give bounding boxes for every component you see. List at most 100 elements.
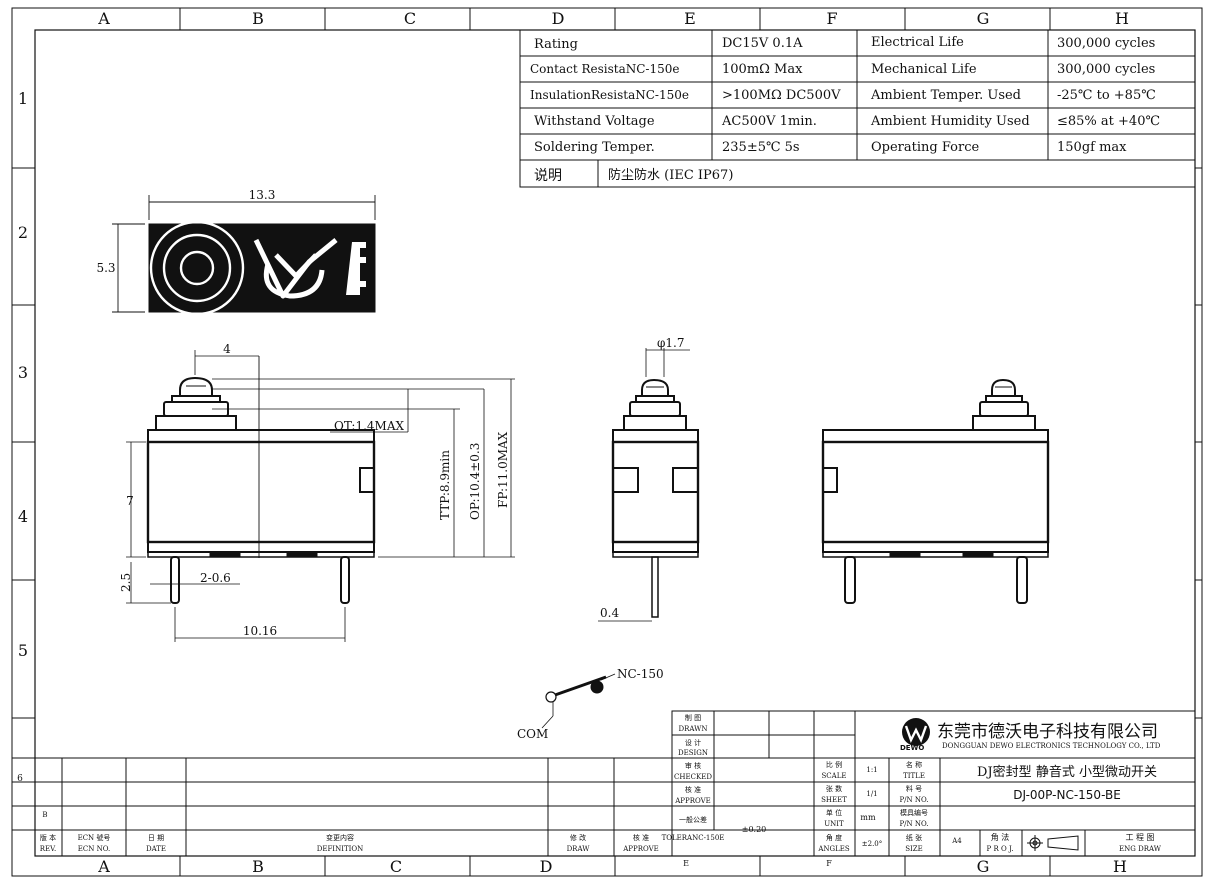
spec-cell: Mechanical Life [871, 62, 977, 77]
rear-view [821, 378, 1050, 604]
col-label-b: B [252, 9, 264, 28]
approve-label: 核 准 [633, 833, 649, 842]
col-label-g: G [977, 9, 990, 28]
col-label-f: F [826, 9, 837, 28]
row-label-5: 5 [18, 641, 28, 660]
label-mold-en: P/N NO. [899, 820, 928, 828]
spec-cell: 300,000 cycles [1057, 62, 1155, 77]
switch-schematic: NC-150 COM [517, 667, 664, 741]
dim-actuator-dia: φ1.7 [657, 336, 685, 350]
front-view: φ1.7 0.4 [598, 336, 700, 622]
label-tolerance-en: TOLERANC-150E [662, 834, 725, 842]
dim-fp: FP:11.0MAX [496, 431, 510, 508]
label-unit: 单 位 [826, 808, 842, 817]
spec-note-value: 防尘防水 (IEC IP67) [608, 167, 733, 183]
label-approve-en: APPROVE [674, 797, 711, 805]
dim-ot: OT:1.4MAX [334, 419, 404, 433]
com-terminal-icon [545, 691, 557, 703]
label-sheet-en: SHEET [821, 796, 847, 804]
col-label-b: B [252, 857, 264, 876]
spec-cell: Ambient Humidity Used [870, 114, 1030, 129]
company-header: DEWO 东莞市德沃电子科技有限公司 DONGGUAN DEWO ELECTRO… [900, 718, 1161, 752]
spec-cell: Soldering Temper. [534, 140, 655, 155]
label-proj-en: P R O J. [987, 845, 1014, 853]
spec-cell: AC500V 1min. [721, 114, 817, 129]
col-label-h: H [1113, 857, 1127, 876]
label-size-en: SIZE [905, 845, 923, 853]
date-label-en: DATE [146, 845, 166, 853]
col-label-h: H [1115, 9, 1129, 28]
dim-height: 5.3 [96, 261, 115, 275]
label-scale-en: SCALE [822, 772, 847, 780]
row-label-4: 4 [18, 507, 28, 526]
label-name-en: TITLE [903, 772, 925, 780]
label-name: 名 称 [906, 760, 922, 769]
side-view: 4 OT:1.4MAX TTP:8.9min OP:10.4±0.3 FP:11… [119, 342, 515, 642]
value-size: A4 [951, 837, 962, 845]
dim-pin-thickness: 0.4 [600, 606, 619, 620]
label-mold: 模具编号 [900, 808, 928, 817]
spec-cell: DC15V 0.1A [722, 36, 803, 51]
value-angles: ±2.0° [862, 840, 883, 848]
draw-label: 修 改 [570, 833, 586, 842]
com-label: COM [517, 727, 548, 741]
date-label: 日 期 [148, 834, 164, 842]
title-block [12, 710, 1196, 857]
dim-body-height: 7 [126, 494, 134, 508]
col-label-a: A [97, 857, 110, 876]
company-name-cn: 东莞市德沃电子科技有限公司 [937, 722, 1158, 742]
spec-note-label: 说明 [534, 168, 562, 184]
row-label-6: 6 [17, 774, 23, 784]
label-angles: 角 度 [826, 833, 842, 842]
spec-cell: 235±5℃ 5s [722, 140, 800, 155]
label-checked: 审 核 [685, 761, 701, 770]
drawing-title: DJ密封型 静音式 小型微动开关 [977, 764, 1157, 780]
dim-ttp: TTP:8.9min [438, 450, 452, 520]
label-pn: 料 号 [906, 784, 922, 793]
column-labels-bottom: A B C D E F G H [97, 857, 1127, 876]
spec-cell: Rating [534, 37, 578, 52]
value-unit: mm [860, 813, 876, 822]
revision-row-label: B [42, 811, 47, 819]
label-checked-en: CHECKED [674, 773, 712, 781]
row-labels: 1 2 3 4 5 6 [17, 89, 28, 784]
spec-cell: 100mΩ Max [722, 62, 803, 77]
label-drawn: 制 图 [685, 713, 701, 722]
label-sheet: 张 数 [826, 784, 842, 793]
company-name-en: DONGGUAN DEWO ELECTRONICS TECHNOLOGY CO.… [942, 742, 1161, 750]
ecn-label-en: ECN NO. [78, 845, 111, 853]
spec-cell: Ambient Temper. Used [870, 88, 1021, 103]
nc-label: NC-150 [617, 667, 664, 681]
label-size: 纸 张 [906, 833, 922, 842]
nc-contact-icon [590, 680, 604, 694]
label-design: 设 计 [685, 738, 701, 747]
spec-cell: ≤85% at +40℃ [1057, 114, 1160, 129]
col-label-c: C [390, 857, 402, 876]
ecn-label: ECN 號号 [78, 833, 111, 842]
projection-symbol-icon [1027, 835, 1079, 851]
spec-cell: >100MΩ DC500V [722, 88, 841, 103]
spec-cell: Operating Force [871, 140, 979, 155]
spec-cell: 300,000 cycles [1057, 36, 1155, 51]
value-sheet: 1/1 [866, 790, 877, 798]
dim-op: OP:10.4±0.3 [468, 443, 482, 520]
row-label-3: 3 [18, 363, 28, 382]
top-view: 13.3 5.3 [96, 188, 376, 316]
label-proj: 角 法 [991, 832, 1010, 842]
dim-width: 13.3 [249, 188, 276, 202]
value-scale: 1:1 [866, 766, 877, 774]
label-scale: 比 例 [826, 760, 842, 769]
rev-label-en: REV. [40, 845, 56, 853]
rev-label: 版 本 [40, 833, 56, 842]
dim-pin: 2-0.6 [200, 571, 231, 585]
label-approve: 核 准 [685, 785, 701, 794]
definition-label-en: DEFINITION [317, 845, 364, 853]
draw-label-en: DRAW [567, 845, 591, 853]
row-label-1: 1 [18, 89, 28, 108]
row-label-2: 2 [18, 223, 28, 242]
col-label-g: G [977, 857, 990, 876]
spec-cell: InsulationResistaNC-150e [530, 88, 689, 102]
logo-text: DEWO [900, 744, 924, 752]
approve-label-en: APPROVE [622, 845, 659, 853]
column-labels-top: A B C D E F G H [97, 9, 1129, 28]
